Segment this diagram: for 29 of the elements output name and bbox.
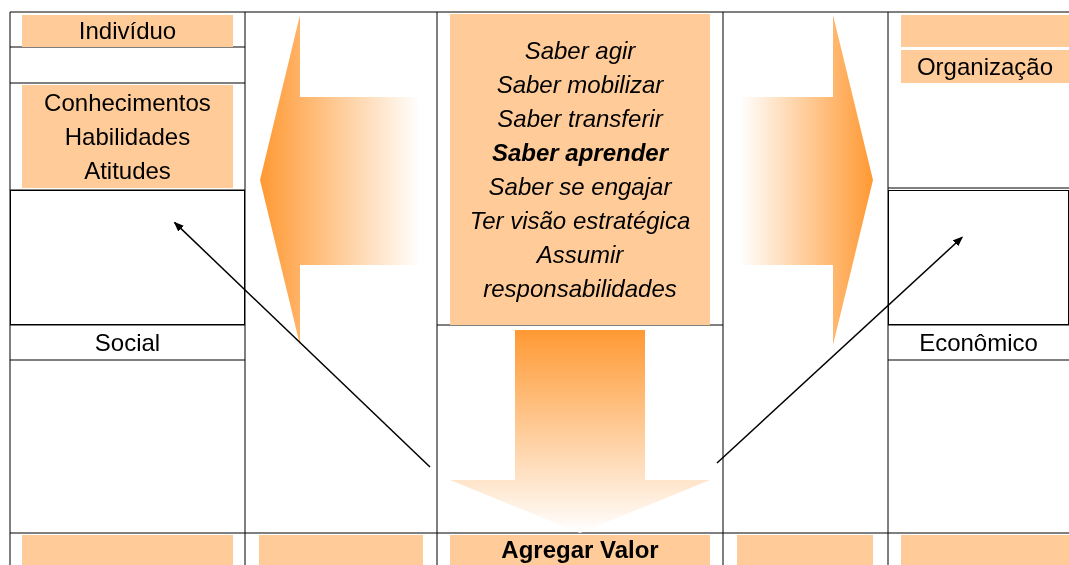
shaded-block — [259, 535, 423, 565]
cell-text: Econômico — [919, 327, 1038, 358]
cell-text: Organização — [916, 51, 1054, 82]
label-block — [901, 50, 1069, 83]
shaded-block — [22, 535, 233, 565]
table-cell — [888, 190, 1069, 325]
list-item: Saber se engajar — [488, 171, 672, 202]
block-arrow — [740, 15, 873, 345]
list-item: Ter visão estratégica — [469, 205, 691, 236]
label-block — [22, 15, 233, 47]
cell-text: Conhecimentos Habilidades Atitudes — [43, 87, 212, 186]
label-block — [22, 85, 233, 188]
cell-text: Indivíduo — [78, 16, 177, 46]
shaded-block — [901, 15, 1069, 47]
list-item: Saber mobilizar — [496, 69, 664, 100]
list-item: Assumir responsabilidades — [482, 239, 678, 304]
cell-text: Agregar Valor — [501, 535, 659, 565]
list-item: Saber transferir — [497, 103, 663, 134]
list-item: Saber agir — [524, 35, 636, 66]
shaded-block — [901, 535, 1069, 565]
table-cell — [10, 190, 245, 325]
cell-text: Social — [94, 327, 161, 358]
arrow — [716, 236, 963, 464]
block-arrow — [450, 330, 710, 533]
label-block — [450, 14, 710, 325]
arrow — [173, 221, 431, 468]
label-block — [450, 535, 710, 565]
shaded-block — [737, 535, 873, 565]
list-item: Saber aprender — [491, 137, 669, 168]
